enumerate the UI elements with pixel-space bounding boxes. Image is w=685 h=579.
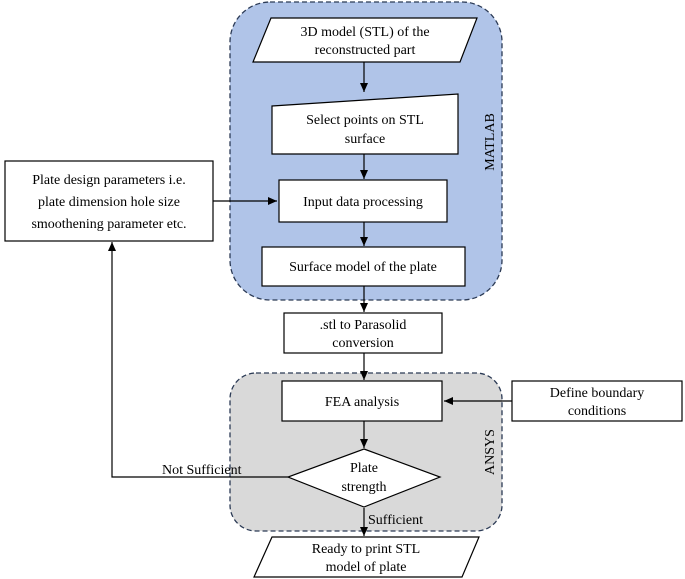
node-plate-strength: Plate strength xyxy=(286,448,442,508)
node-select-points-line2: surface xyxy=(345,132,385,147)
node-fea: FEA analysis xyxy=(281,380,443,422)
node-fea-label: FEA analysis xyxy=(325,395,399,410)
node-parasolid-line2: conversion xyxy=(332,336,393,351)
node-plate-params-line2: plate dimension hole size xyxy=(38,195,180,210)
node-surface-model-label: Surface model of the plate xyxy=(289,260,437,275)
node-ready-line2: model of plate xyxy=(326,560,407,575)
node-parasolid: .stl to Parasolid conversion xyxy=(283,312,443,354)
edge-label-not-sufficient: Not Sufficient xyxy=(162,463,242,478)
node-stl-model-line2: reconstructed part xyxy=(315,43,416,58)
node-boundary-line1: Define boundary xyxy=(550,386,644,401)
node-surface-model: Surface model of the plate xyxy=(261,246,466,287)
node-plate-params-line1: Plate design parameters i.e. xyxy=(32,173,186,188)
node-plate-params-line3: smoothening parameter etc. xyxy=(31,217,186,232)
node-boundary-line2: conditions xyxy=(568,404,626,419)
node-input-processing: Input data processing xyxy=(278,179,448,223)
connectors xyxy=(108,62,512,536)
node-plate-strength-line1: Plate xyxy=(350,461,378,476)
edge-label-sufficient: Sufficient xyxy=(368,513,423,528)
node-parasolid-line1: .stl to Parasolid xyxy=(320,318,407,333)
node-select-points: Select points on STL surface xyxy=(271,93,459,155)
node-stl-model-line1: 3D model (STL) of the xyxy=(300,25,429,40)
node-input-processing-label: Input data processing xyxy=(303,195,423,210)
matlab-group-label: MATLAB xyxy=(483,113,498,171)
node-ready-line1: Ready to print STL xyxy=(312,542,421,557)
node-select-points-line1: Select points on STL xyxy=(306,113,424,128)
node-stl-model: 3D model (STL) of the reconstructed part xyxy=(252,17,478,63)
node-boundary: Define boundary conditions xyxy=(511,380,683,422)
node-plate-params: Plate design parameters i.e. plate dimen… xyxy=(4,160,214,242)
edge-not-sufficient xyxy=(108,242,288,478)
node-plate-strength-line2: strength xyxy=(341,480,386,495)
node-ready: Ready to print STL model of plate xyxy=(253,536,480,578)
ansys-group-label: ANSYS xyxy=(483,429,498,475)
